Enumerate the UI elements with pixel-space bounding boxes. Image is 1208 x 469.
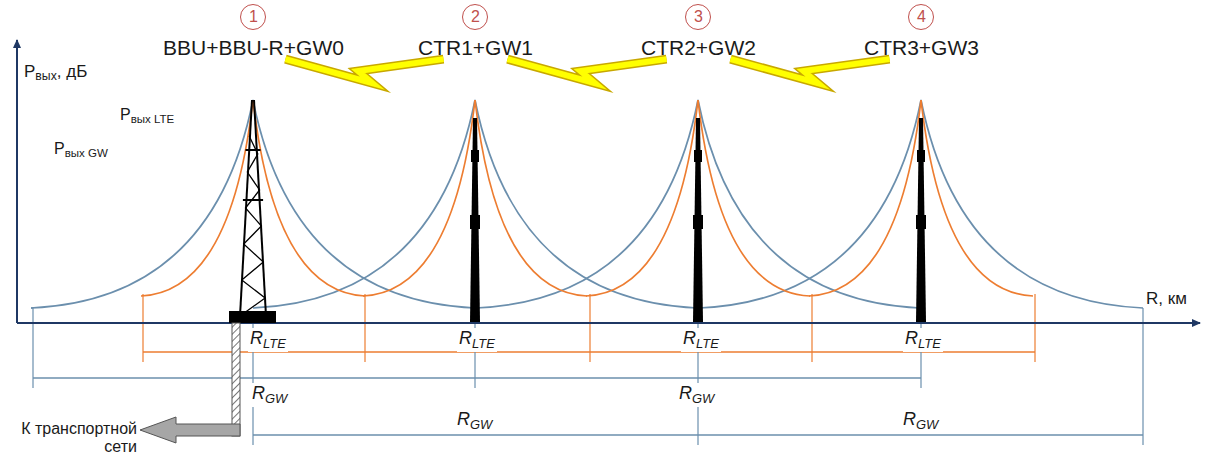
subscript: LTE xyxy=(472,336,495,351)
antenna-mast xyxy=(471,150,479,162)
subscript: GW xyxy=(916,417,938,432)
station-node: 3CTR2+GW2 xyxy=(641,4,756,59)
station-label: CTR2+GW2 xyxy=(641,36,756,59)
subscript: GW xyxy=(265,391,287,406)
station-label: BBU+BBU-R+GW0 xyxy=(163,36,344,59)
note-label: К транспортной сети xyxy=(7,420,137,457)
radio-link xyxy=(731,59,890,83)
lattice-tower xyxy=(243,199,263,201)
dimension-label: RGW xyxy=(250,383,289,407)
callout-number: 2 xyxy=(462,4,488,30)
subscript: вых LTE xyxy=(131,113,175,125)
lte-dimension-tick xyxy=(142,294,143,362)
dimension-label: RGW xyxy=(455,409,494,433)
curve-label: Pвых GW xyxy=(52,140,110,160)
lattice-tower xyxy=(240,136,265,316)
gw-dimension-tick xyxy=(1142,308,1143,445)
x-axis xyxy=(17,322,1200,324)
callout-number: 4 xyxy=(908,4,934,30)
subscript: GW xyxy=(692,391,714,406)
radio-link-fill xyxy=(731,59,890,83)
dimension-label: RLTE xyxy=(457,328,497,352)
lattice-tower xyxy=(245,149,260,151)
radio-link-outline xyxy=(285,59,443,83)
transport-cable xyxy=(232,323,240,436)
antenna-mast xyxy=(916,215,926,229)
axis-label: Pвых, дБ xyxy=(24,62,87,83)
radio-link-fill xyxy=(285,59,443,83)
subscript: вых GW xyxy=(65,147,108,159)
gw-dimension-line xyxy=(33,377,921,378)
curve-label: Pвых LTE xyxy=(120,106,174,126)
callout-number: 3 xyxy=(685,4,711,30)
lattice-tower xyxy=(254,100,266,316)
station-node: 4CTR3+GW3 xyxy=(864,4,979,59)
station-node: 2CTR1+GW1 xyxy=(418,4,533,59)
antenna-mast xyxy=(917,150,925,162)
radio-link-fill xyxy=(508,59,667,83)
antenna-mast xyxy=(694,150,702,162)
station-label: CTR1+GW1 xyxy=(418,36,533,59)
dimension-label: RGW xyxy=(677,383,716,407)
lte-dimension-tick xyxy=(811,294,812,362)
lte-dimension-tick xyxy=(364,294,365,362)
radio-link-outline xyxy=(731,59,890,83)
radio-link-outline xyxy=(508,59,667,83)
antenna-mast xyxy=(470,215,480,229)
station-label: CTR3+GW3 xyxy=(864,36,979,59)
antenna-mast xyxy=(470,118,480,322)
y-axis xyxy=(16,40,18,323)
axis-label: R, км xyxy=(1146,289,1187,309)
antenna-mast xyxy=(916,118,926,322)
subscript: вых xyxy=(35,69,56,83)
station-node: 1BBU+BBU-R+GW0 xyxy=(163,4,344,59)
dimension-label: RGW xyxy=(901,409,940,433)
radio-link xyxy=(508,59,667,83)
antenna-mast xyxy=(693,118,703,322)
antenna-mast xyxy=(693,215,703,229)
subscript: LTE xyxy=(263,336,286,351)
tower-base xyxy=(229,311,276,323)
subscript: GW xyxy=(470,417,492,432)
dimension-label: RLTE xyxy=(903,328,943,352)
radio-link xyxy=(285,59,443,83)
gw-dimension-tick xyxy=(32,308,33,388)
dimension-label: RLTE xyxy=(681,328,721,352)
callout-number: 1 xyxy=(240,4,266,30)
lte-dimension-tick xyxy=(589,294,590,362)
subscript: LTE xyxy=(918,336,941,351)
dimension-label: RLTE xyxy=(248,328,288,352)
transport-arrow xyxy=(140,417,240,443)
gw-power-curve xyxy=(31,100,475,308)
subscript: LTE xyxy=(696,336,719,351)
lte-dimension-tick xyxy=(1034,294,1035,362)
